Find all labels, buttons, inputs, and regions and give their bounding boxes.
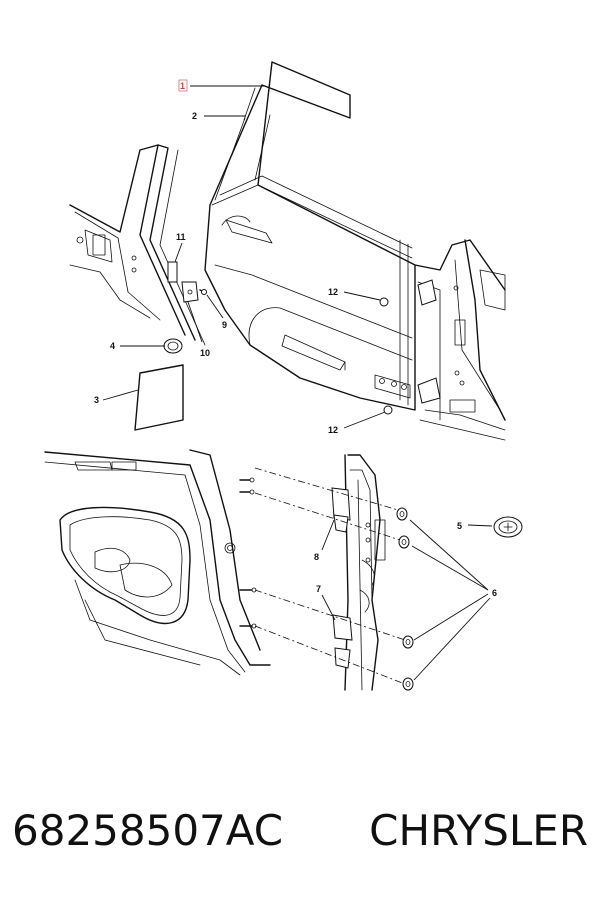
nut-part-6-b xyxy=(398,535,410,549)
grommet-part-4 xyxy=(163,338,183,354)
callout-3: 3 xyxy=(94,395,99,405)
callout-7: 7 xyxy=(316,584,321,594)
part-number: 68258507AC xyxy=(12,805,284,855)
upper-view: 1 2 3 4 9 10 11 12 12 xyxy=(69,61,506,441)
lower-hinge-part-7 xyxy=(332,614,353,669)
alignment-lines xyxy=(254,467,406,685)
callout-9: 9 xyxy=(222,320,227,330)
bracket-part-10 xyxy=(181,281,199,303)
upper-hinge-part-8 xyxy=(331,487,351,533)
callout-1: 1 xyxy=(180,81,185,91)
callout-8: 8 xyxy=(314,552,319,562)
parts-diagram: 1 2 3 4 9 10 11 12 12 xyxy=(44,61,523,691)
plug-part-5 xyxy=(493,516,523,538)
callout-11: 11 xyxy=(176,232,186,242)
bolt-part-12-bottom xyxy=(383,405,393,415)
quarter-panel xyxy=(414,239,506,441)
callout-12-bottom: 12 xyxy=(328,425,338,435)
callout-5: 5 xyxy=(457,521,462,531)
seal-part-3 xyxy=(134,364,184,431)
nut-part-6-a xyxy=(396,507,408,521)
nut-part-6-c xyxy=(402,635,414,649)
hinge-pillar xyxy=(344,454,386,691)
callout-10: 10 xyxy=(200,348,210,358)
callout-12-top: 12 xyxy=(328,287,338,297)
part-caption: 68258507AC CHRYSLER xyxy=(0,795,600,865)
brand-name: CHRYSLER xyxy=(369,805,588,855)
callout-2: 2 xyxy=(192,111,197,121)
lower-leaders xyxy=(321,519,493,681)
callout-1-highlight xyxy=(178,79,188,92)
striker-part-11 xyxy=(167,261,178,283)
callout-6: 6 xyxy=(492,588,497,598)
body-pillar xyxy=(69,144,206,346)
callout-4: 4 xyxy=(110,341,115,351)
inner-door-panel xyxy=(44,449,271,676)
bolt-part-12-top xyxy=(379,297,389,307)
rear-door xyxy=(204,61,416,411)
upper-leaders xyxy=(102,85,386,429)
nut-part-6-d xyxy=(402,677,414,691)
door-hinge-studs xyxy=(239,477,257,629)
lower-view: 5 6 7 8 xyxy=(44,449,523,691)
screw-part-9 xyxy=(199,289,207,295)
